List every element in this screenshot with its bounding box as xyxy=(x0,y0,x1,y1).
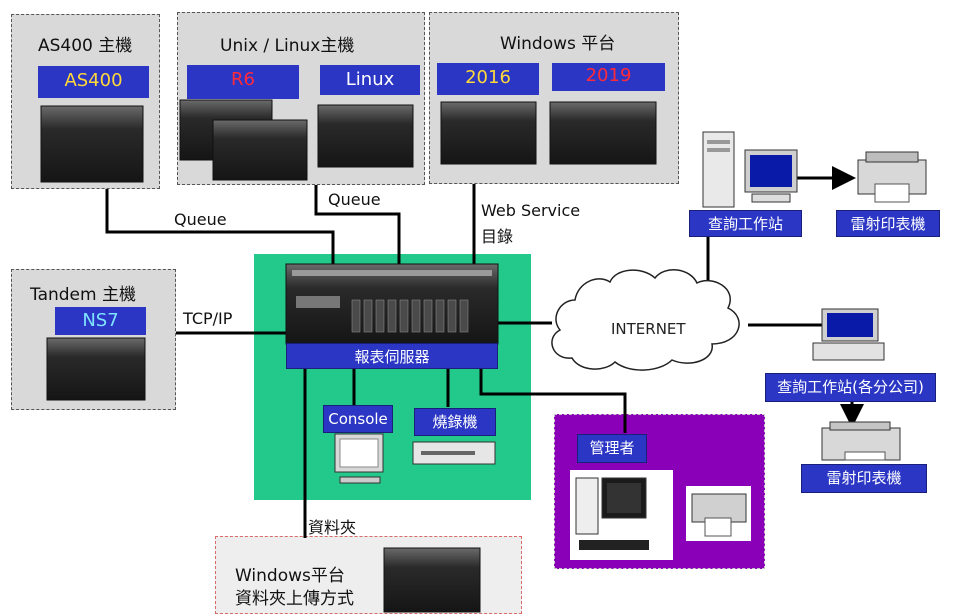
as400-queue-label: Queue xyxy=(174,210,227,229)
admin-printer-icon xyxy=(686,486,751,541)
folder-label: 資料夾 xyxy=(308,518,357,537)
query-workstation-label: 查詢工作站 xyxy=(689,210,802,237)
as400-host-title: AS400 主機 xyxy=(38,36,133,56)
query-workstation-icon xyxy=(702,131,798,208)
windows-host-title: Windows 平台 xyxy=(500,34,616,54)
windows-folder-upload-subtitle: 資料夾上傳方式 xyxy=(235,589,354,609)
as400-tag: AS400 xyxy=(38,66,149,98)
report-server-icon xyxy=(285,263,499,345)
laser-printer-1-icon xyxy=(857,151,927,203)
unix-queue-line xyxy=(314,185,401,266)
windows-folder-upload-title: Windows平台 xyxy=(235,566,345,586)
admin-pc-icon xyxy=(570,470,673,560)
r6-tag: R6 xyxy=(187,65,299,99)
ns7-tag: NS7 xyxy=(55,307,146,335)
laser-printer-1-label: 雷射印表機 xyxy=(836,210,940,237)
laser-printer-2-label: 雷射印表機 xyxy=(801,464,927,493)
burner-label: 燒錄機 xyxy=(414,408,496,436)
admin-label: 管理者 xyxy=(577,434,647,463)
branch-workstation-icon xyxy=(812,308,885,361)
admin-line xyxy=(479,368,627,433)
internet-cloud-shape xyxy=(551,269,740,371)
win2019-tag: 2019 xyxy=(552,63,665,91)
report-server-label: 報表伺服器 xyxy=(286,343,498,369)
unix-queue-label: Queue xyxy=(328,190,381,209)
web-service-dir-label: 目錄 xyxy=(481,227,514,246)
console-monitor-icon xyxy=(334,433,384,484)
unix-linux-host-title: Unix / Linux主機 xyxy=(220,36,355,56)
win2016-tag: 2016 xyxy=(437,63,539,95)
tcpip-label: TCP/IP xyxy=(183,309,233,328)
tandem-host-title: Tandem 主機 xyxy=(30,285,136,305)
host-server-shapes xyxy=(40,99,657,613)
internet-label: INTERNET xyxy=(611,320,686,338)
branch-workstation-label: 查詢工作站(各分公司) xyxy=(765,373,936,402)
linux-tag: Linux xyxy=(320,65,420,95)
web-service-label: Web Service xyxy=(481,201,581,220)
laser-printer-2-icon xyxy=(821,421,901,461)
as400-queue-line xyxy=(105,189,335,290)
console-label: Console xyxy=(323,405,393,433)
burner-device-icon xyxy=(412,441,496,465)
